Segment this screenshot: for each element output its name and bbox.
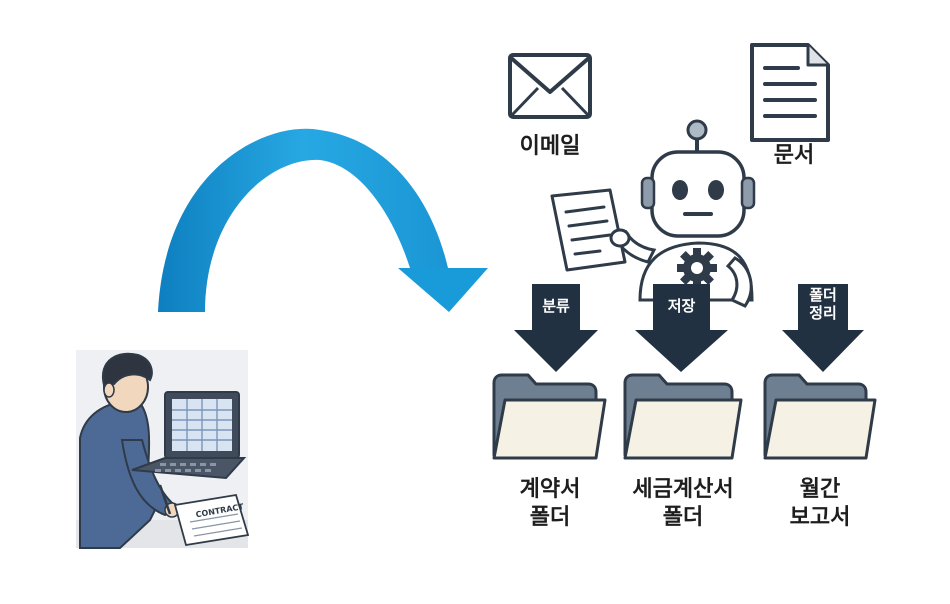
flow-arrow [158, 128, 488, 312]
document-icon [750, 43, 830, 142]
envelope-icon [508, 53, 592, 119]
folder-label-contract-line2: 폴더 [529, 504, 571, 530]
person-illustration [76, 350, 250, 549]
folder-label-tax-invoice-line2: 폴더 [662, 504, 704, 530]
folder-label-tax-invoice: 세금계산서 폴더 [608, 476, 758, 531]
folder-icon-contract [492, 373, 607, 460]
save-label: 저장 [667, 297, 696, 315]
save-arrow [635, 284, 728, 372]
gear-icon [677, 248, 717, 288]
organize-label: 폴더 정리 [798, 286, 848, 322]
contract-paper [173, 493, 250, 547]
folder-icon-tax-invoice [623, 373, 743, 460]
document-label: 문서 [773, 143, 815, 168]
classify-arrow [514, 284, 598, 372]
robot-illustration [550, 119, 756, 308]
organize-label-line1: 폴더 [809, 286, 837, 304]
clipboard-icon [550, 188, 627, 272]
folder-label-monthly-report-line2: 보고서 [789, 504, 851, 530]
classify-label: 분류 [542, 297, 570, 315]
organize-arrow [782, 284, 864, 372]
folder-label-monthly-report-line1: 월간 [799, 477, 841, 502]
flow-arrow-head [398, 268, 488, 312]
folder-label-tax-invoice-line1: 세금계산서 [632, 477, 734, 502]
folder-icon-monthly-report [763, 373, 877, 460]
email-label: 이메일 [519, 134, 581, 159]
organize-label-line2: 정리 [809, 304, 837, 322]
folder-label-monthly-report: 월간 보고서 [760, 476, 880, 531]
folder-label-contract-line1: 계약서 [519, 477, 581, 502]
folder-label-contract: 계약서 폴더 [490, 476, 610, 531]
laptop [131, 391, 247, 480]
